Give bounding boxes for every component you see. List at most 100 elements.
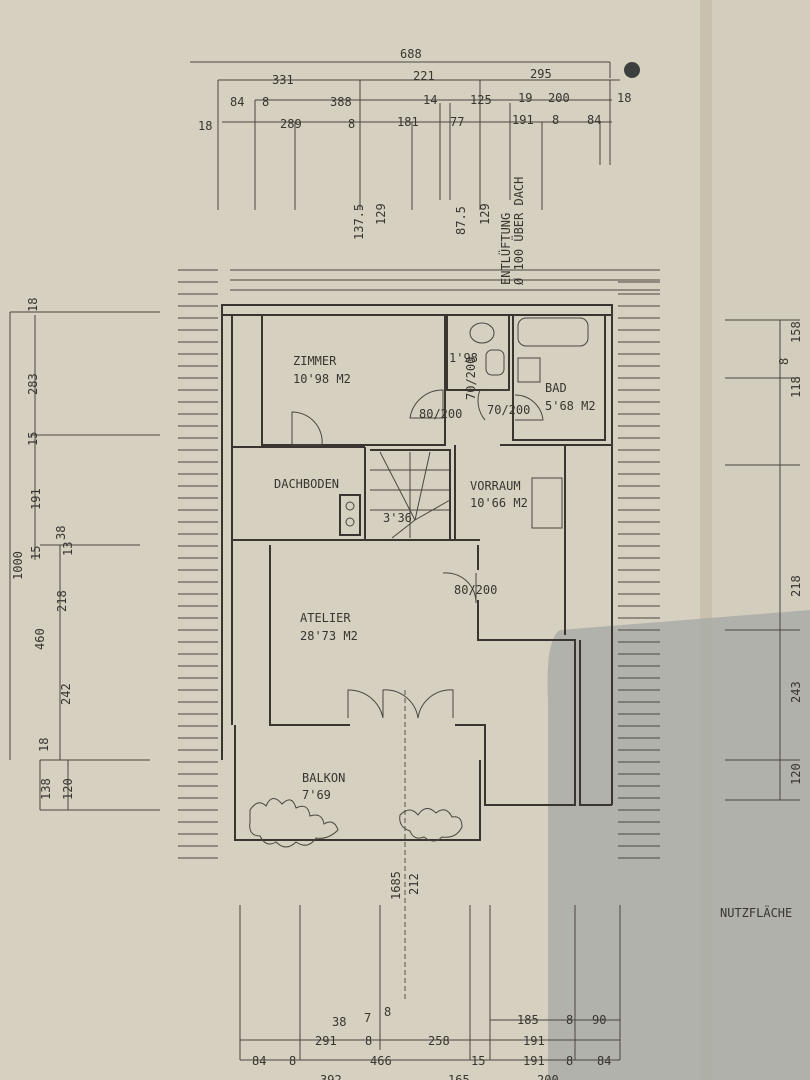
vent-note: Ø 100 ÜBER DACH bbox=[510, 177, 526, 285]
fixtures bbox=[249, 317, 589, 848]
dimension-label: 212 bbox=[407, 873, 421, 895]
dimension-label: 137.5 bbox=[352, 204, 366, 240]
door-swing bbox=[477, 389, 510, 421]
dimension-label: 87.5 bbox=[454, 206, 468, 235]
dimension-label: 90 bbox=[592, 1013, 606, 1027]
dimension-label: 1000 bbox=[11, 551, 25, 580]
dimension-label: 15 bbox=[26, 432, 40, 446]
door-swing bbox=[514, 394, 544, 421]
dimension-label: 243 bbox=[789, 681, 803, 703]
walls bbox=[221, 304, 613, 841]
room-area-bad: 5'68 M2 bbox=[545, 399, 596, 413]
room-area-atelier: 28'73 M2 bbox=[300, 629, 358, 643]
dimension-label: 295 bbox=[530, 67, 552, 81]
dimension-label: 84 bbox=[597, 1054, 611, 1068]
dimension-label: 129 bbox=[374, 203, 388, 225]
dimension-label: 191 bbox=[523, 1034, 545, 1048]
dimension-label: 388 bbox=[330, 95, 352, 109]
dimension-label: 15 bbox=[29, 546, 43, 560]
room-name-bad: BAD bbox=[545, 381, 567, 395]
dimension-label: 18 bbox=[198, 119, 212, 133]
zimmer-walls bbox=[261, 314, 446, 446]
door-swing bbox=[409, 389, 444, 419]
shrub-icon bbox=[399, 808, 463, 842]
wc-walls bbox=[446, 314, 510, 391]
dimension-label: 7 bbox=[364, 1011, 371, 1025]
hatch-lines bbox=[178, 269, 660, 859]
room-area-zimmer: 10'98 M2 bbox=[293, 372, 351, 386]
dimension-label: 120 bbox=[61, 778, 75, 800]
dimension-label: 8 bbox=[552, 113, 559, 127]
room-name-balkon: BALKON bbox=[302, 771, 345, 785]
dimension-label: 258 bbox=[428, 1034, 450, 1048]
dimension-label: 38 bbox=[54, 526, 68, 540]
dimension-label: 8 bbox=[289, 1054, 296, 1068]
dimension-label: 77 bbox=[450, 115, 464, 129]
door-size: 70/200 bbox=[487, 403, 530, 417]
wc-sink-icon bbox=[485, 349, 505, 376]
dimension-label: 8 bbox=[566, 1054, 573, 1068]
door-size: 80/200 bbox=[454, 583, 497, 597]
dimension-label: 15 bbox=[471, 1054, 485, 1068]
dimension-label: 181 bbox=[397, 115, 419, 129]
door-swing bbox=[291, 411, 323, 446]
roof-hatching bbox=[178, 269, 660, 859]
nutzflaeche-label: NUTZFLÄCHE bbox=[720, 905, 792, 920]
dimension-label: 13 bbox=[61, 542, 75, 556]
dimension-label: 392 bbox=[320, 1073, 342, 1080]
dimension-label: 331 bbox=[272, 73, 294, 87]
dimension-label: 19 bbox=[518, 91, 532, 105]
vent-note: ENTLÜFTUNG bbox=[497, 213, 513, 285]
dimension-label: 283 bbox=[26, 373, 40, 395]
dimension-label: 185 bbox=[517, 1013, 539, 1027]
dimension-label: 14 bbox=[423, 93, 437, 107]
dimension-label: 8 bbox=[777, 358, 791, 365]
room-area-wc: 1'98 bbox=[449, 351, 478, 365]
door-size: 70/200 bbox=[464, 357, 478, 400]
room-area-vorraum: 10'66 M2 bbox=[470, 496, 528, 510]
dimension-label: 18 bbox=[617, 91, 631, 105]
dimension-label: 191 bbox=[512, 113, 534, 127]
dimension-label: 84 bbox=[252, 1054, 266, 1068]
bad-walls bbox=[512, 314, 606, 441]
door-swing bbox=[442, 572, 477, 604]
room-name-zimmer: ZIMMER bbox=[293, 354, 337, 368]
chimney bbox=[339, 494, 361, 536]
dimension-lines bbox=[9, 61, 800, 1061]
stove-icon bbox=[345, 501, 355, 511]
dimension-label: 118 bbox=[789, 376, 803, 398]
dimension-label: 8 bbox=[384, 1005, 391, 1019]
dimension-label: 84 bbox=[230, 95, 244, 109]
room-name-atelier: ATELIER bbox=[300, 611, 351, 625]
dimension-label: 191 bbox=[29, 488, 43, 510]
dimension-label: 191 bbox=[523, 1054, 545, 1068]
dimension-label: 38 bbox=[332, 1015, 346, 1029]
dimension-label: 218 bbox=[789, 575, 803, 597]
dimension-label: 242 bbox=[59, 683, 73, 705]
dimension-label: 218 bbox=[55, 590, 69, 612]
stove-icon bbox=[345, 517, 355, 527]
dimension-label: 8 bbox=[566, 1013, 573, 1027]
dimension-label: 1685 bbox=[389, 871, 403, 900]
dimension-label: 125 bbox=[470, 93, 492, 107]
room-labels: ZIMMER 10'98 M2 1'98 BAD 5'68 M2 DACHBOD… bbox=[274, 177, 792, 920]
dimension-label: 221 bbox=[413, 69, 435, 83]
dimension-label: 289 bbox=[280, 117, 302, 131]
dimension-label: 200 bbox=[537, 1073, 559, 1080]
stairs bbox=[370, 451, 451, 539]
dimension-label: 129 bbox=[478, 203, 492, 225]
toilet-icon bbox=[469, 322, 495, 344]
shrub-icon bbox=[249, 798, 339, 848]
dimension-label: 200 bbox=[548, 91, 570, 105]
dimension-label: 18 bbox=[37, 738, 51, 752]
bathtub-icon bbox=[517, 317, 589, 347]
photo-shadow bbox=[547, 610, 810, 1080]
dimension-label: 138 bbox=[39, 778, 53, 800]
dimension-label: 18 bbox=[26, 298, 40, 312]
room-name-vorraum: VORRAUM bbox=[470, 479, 521, 493]
door-size: 80/200 bbox=[419, 407, 462, 421]
dimension-label: 466 bbox=[370, 1054, 392, 1068]
dimension-label: 165 bbox=[448, 1073, 470, 1080]
